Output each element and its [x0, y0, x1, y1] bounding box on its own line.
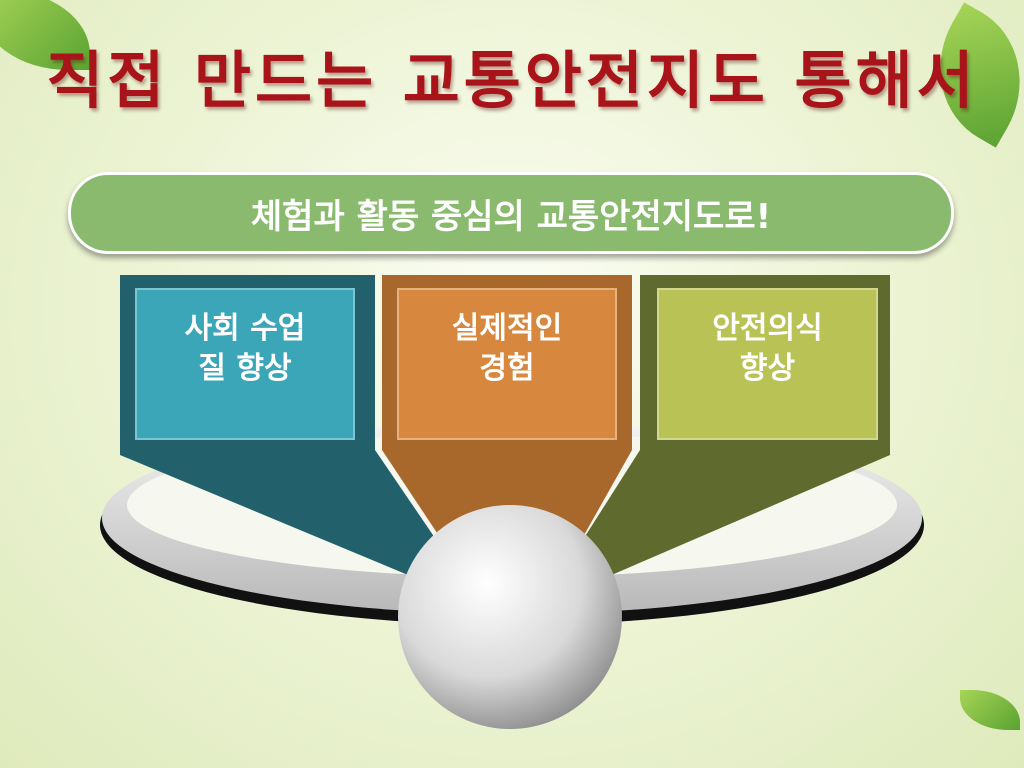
box-label: 사회 수업 질 향상 [184, 311, 306, 386]
sphere [398, 505, 622, 729]
box-label: 실제적인 경험 [451, 311, 563, 386]
subtitle-text: 체험과 활동 중심의 교통안전지도로! [250, 196, 772, 237]
box-label: 안전의식 향상 [712, 311, 823, 386]
slide-title: 직접 만드는 교통안전지도 통해서 [46, 44, 978, 117]
box-safety-awareness: 안전의식 향상 [657, 288, 878, 440]
box-real-experience: 실제적인 경험 [397, 288, 617, 440]
subtitle-banner: 체험과 활동 중심의 교통안전지도로! [68, 172, 954, 254]
box-social-class: 사회 수업 질 향상 [135, 288, 355, 440]
